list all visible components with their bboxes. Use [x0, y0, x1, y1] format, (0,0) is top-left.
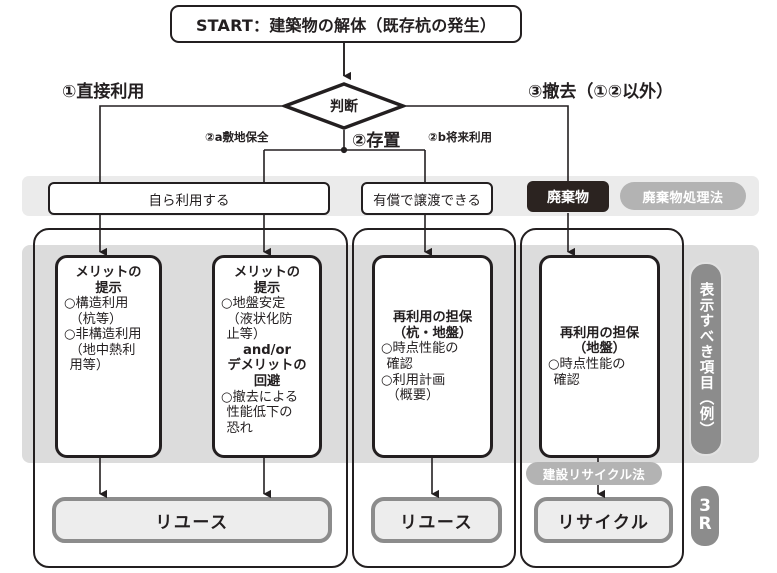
card3-item-1-cont: 確認	[386, 357, 413, 372]
card2-head-line4: 回避	[253, 374, 281, 390]
decision-label: 判断	[330, 99, 358, 115]
card4-item-1: ○時点性能の	[548, 357, 626, 372]
result-reuse-2: リユース	[371, 497, 502, 543]
branch-label-future-use: ②b将来利用	[428, 130, 492, 144]
result-recycle: リサイクル	[534, 497, 673, 543]
card2-item-2: ○撤去による	[221, 389, 299, 405]
card2-head-line1: メリットの	[234, 265, 300, 280]
branch-label-retention: ②存置	[352, 131, 401, 151]
start-node: START：建築物の解体（既存杭の発生）	[170, 5, 522, 43]
card-reuse-guarantee-pile-ground: 再利用の担保 （杭・地盤） ○時点性能の 確認 ○利用計画 （概要）	[372, 255, 493, 458]
side-label-3r: 3 R	[691, 486, 719, 546]
card-merit-structural: メリットの 提示 ○構造利用 （杭等） ○非構造利用 （地中熱利 用等）	[55, 255, 162, 458]
card2-item-1-cont-b: 止等）	[226, 327, 267, 343]
card3-item-2-cont: （概要）	[386, 388, 440, 404]
branch-label-site-preservation: ②a敷地保全	[205, 130, 269, 144]
card1-item-2: ○非構造利用	[64, 327, 142, 343]
card3-head-line1: 再利用の担保	[392, 310, 473, 326]
card3-item-2: ○利用計画	[381, 372, 446, 388]
pill-construction-recycling-law: 建設リサイクル法	[526, 462, 662, 485]
card1-item-2-cont-b: 用等）	[69, 358, 110, 374]
branch-label-direct-use: ①直接利用	[62, 82, 145, 102]
result-reuse-1: リユース	[52, 497, 332, 543]
card1-item-1-cont: （杭等）	[69, 311, 123, 327]
card1-head-line2: 提示	[95, 280, 122, 296]
box-paid-transfer: 有償で譲渡できる	[361, 182, 493, 215]
card-reuse-guarantee-ground: 再利用の担保 （地盤） ○時点性能の 確認	[539, 255, 660, 458]
card-merit-demerit: メリットの 提示 ○地盤安定 （液状化防 止等） and/or デメリットの 回…	[212, 255, 322, 458]
decision-diamond	[282, 82, 406, 130]
card4-head-line1: 再利用の担保	[559, 325, 640, 341]
card2-item-2-cont-a: 性能低下の	[226, 405, 293, 421]
pill-waste-disposal-law: 廃棄物処理法	[620, 182, 746, 210]
card4-head-line2: （地盤）	[573, 341, 626, 357]
card2-head-line3: デメリットの	[227, 358, 307, 374]
three-r-letter: R	[698, 514, 712, 534]
card2-head-line2: 提示	[253, 280, 281, 296]
card2-item-2-cont-b: 恐れ	[226, 420, 253, 436]
card1-item-1: ○構造利用	[64, 296, 129, 312]
card1-head-line1: メリットの	[75, 265, 142, 280]
card4-item-1-cont: 確認	[553, 372, 580, 388]
group-frame-direct-use	[33, 228, 348, 568]
branch-label-removal: ③撤去（①②以外）	[528, 82, 674, 102]
box-self-use: 自ら利用する	[48, 182, 330, 215]
three-r-digit: 3	[699, 496, 711, 517]
card1-item-2-cont-a: （地中熱利	[69, 342, 136, 358]
card3-head-line2: （杭・地盤）	[392, 325, 473, 341]
group-frame-retention	[352, 228, 516, 568]
group-frame-removal	[520, 228, 684, 568]
card2-conjunction: and/or	[242, 342, 292, 358]
card3-item-1: ○時点性能の	[381, 341, 459, 357]
card2-item-1-cont-a: （液状化防	[226, 311, 293, 327]
side-label-display-items: 表示すべき項目（例）	[689, 262, 723, 456]
box-waste: 廃棄物	[527, 181, 609, 212]
card2-item-1: ○地盤安定	[221, 296, 286, 312]
